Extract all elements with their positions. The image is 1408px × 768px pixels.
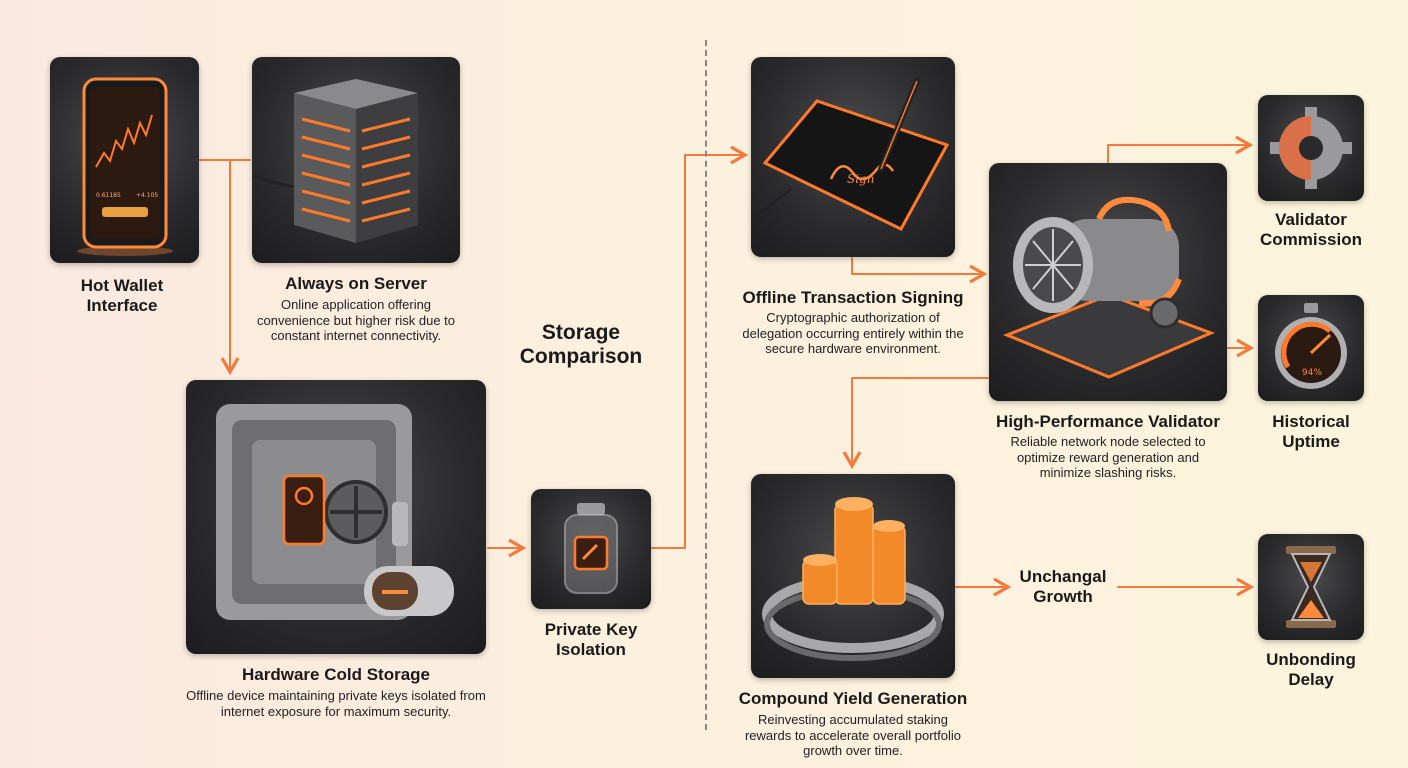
vault-icon: [216, 404, 454, 620]
hot-wallet-title: Hot Wallet Interface: [80, 276, 164, 315]
validator-desc: Reliable network node selected to optimi…: [1010, 434, 1206, 480]
private-key-title: Private Key Isolation: [544, 620, 638, 659]
signing-card: Sign: [751, 57, 955, 257]
compound-title: Compound Yield Generation: [738, 689, 968, 708]
cold-storage-card: [186, 380, 486, 654]
signing-desc: Cryptographic authorization of delegatio…: [742, 310, 964, 356]
phone-balance: 0.61185: [96, 192, 121, 199]
server-desc: Online application offering convenience …: [256, 297, 455, 343]
coin-stack-icon: [762, 497, 944, 661]
tablet-signature-icon: Sign: [751, 78, 950, 231]
private-key-card: [531, 489, 651, 609]
unchangal-growth-label: Unchangal Growth: [1019, 567, 1107, 606]
unbonding-card: [1258, 534, 1364, 640]
uptime-title: Historical Uptime: [1272, 412, 1350, 451]
hourglass-icon: [1286, 546, 1336, 628]
phone-icon: 0.61185 +4.105: [77, 77, 173, 256]
compound-desc: Reinvesting accumulated staking rewards …: [744, 712, 962, 758]
unbonding-title: Unbonding Delay: [1266, 650, 1356, 689]
phone-change: +4.105: [136, 192, 158, 199]
gear-icon: [1270, 107, 1352, 189]
center-title: Storage Comparison: [519, 321, 643, 368]
validator-title: High-Performance Validator: [996, 412, 1220, 431]
arrow-validator-to-compound: [842, 377, 989, 470]
hot-wallet-card: 0.61185 +4.105: [50, 57, 199, 263]
compound-card: [751, 474, 955, 678]
server-card: [252, 57, 460, 263]
section-divider: [705, 40, 707, 730]
arrow-signing-to-validator: [851, 257, 988, 284]
chip-jar-icon: [564, 503, 618, 594]
commission-card: [1258, 95, 1364, 201]
validator-card: [989, 163, 1227, 401]
commission-title: Validator Commission: [1259, 210, 1363, 249]
signing-title: Offline Transaction Signing: [742, 288, 964, 307]
signature-text: Sign: [847, 172, 874, 186]
uptime-card: 94%: [1258, 295, 1364, 401]
cold-storage-desc: Offline device maintaining private keys …: [186, 688, 486, 719]
arrow-validator-to-commission: [1107, 135, 1254, 163]
gauge-readout: 94%: [1302, 368, 1322, 378]
stopwatch-icon: 94%: [1275, 303, 1347, 389]
arrow-key-to-signing: [651, 145, 749, 549]
server-icon: [252, 79, 418, 243]
server-title: Always on Server: [285, 274, 427, 293]
turbine-engine-icon: [1002, 196, 1216, 379]
cold-storage-title: Hardware Cold Storage: [242, 665, 430, 684]
